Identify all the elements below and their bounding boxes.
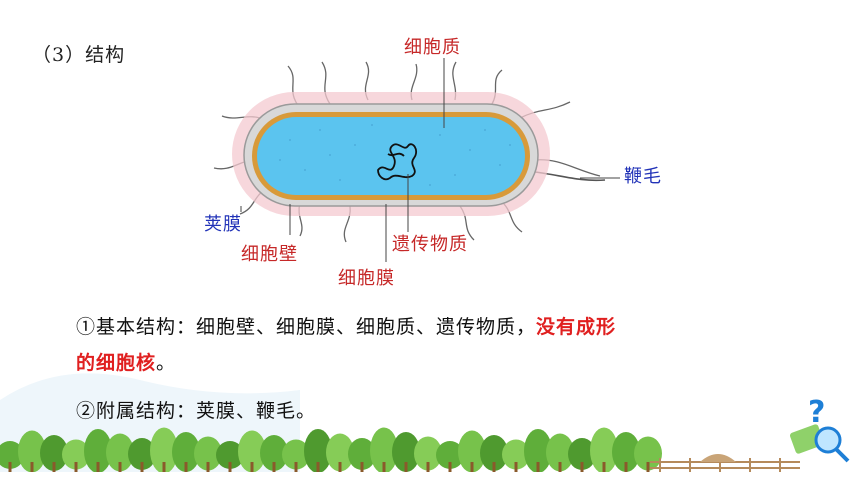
basic-structure-line2: 的细胞核。 [76, 348, 176, 375]
tree [392, 432, 420, 472]
tree [546, 433, 574, 472]
tree-trunk [162, 462, 166, 472]
section-heading: （3）结构 [32, 44, 126, 66]
tree [480, 435, 508, 471]
label-cytoplasm: 细胞质 [404, 37, 461, 58]
cytoplasm [257, 117, 525, 195]
tree-trunk [426, 462, 430, 472]
tree [436, 441, 464, 469]
tree-trunk [52, 462, 56, 472]
tree-trunk [602, 462, 606, 472]
basic-structure-line1: ①基本结构：细胞壁、细胞膜、细胞质、遗传物质，没有成形 [76, 312, 616, 339]
label-flagellum: 鞭毛 [624, 166, 662, 187]
genetic-material [377, 143, 418, 181]
svg-text:?: ? [808, 395, 825, 430]
tree [370, 427, 398, 474]
tree [84, 429, 112, 473]
tree-trunk [580, 462, 584, 472]
basic-structure-end: 。 [156, 352, 177, 374]
tree-trunk [492, 462, 496, 472]
tree [348, 438, 376, 470]
tree [216, 441, 244, 469]
tree-trunk [470, 462, 474, 472]
tree-trunk [140, 462, 144, 472]
tree-trunk [382, 462, 386, 472]
tree [150, 427, 178, 474]
accessory-structure-text: ②附属结构：荚膜、鞭毛。 [76, 400, 317, 422]
tree [238, 430, 266, 473]
leader-lines [240, 58, 620, 262]
tree-trunk [514, 462, 518, 472]
tree [172, 432, 200, 472]
label-genetic-material: 遗传物质 [392, 234, 468, 255]
tree [106, 433, 134, 472]
tree [282, 439, 310, 470]
tree [612, 432, 640, 472]
cytoplasm-granules [279, 124, 511, 186]
tree [18, 430, 46, 473]
tree-trunk [360, 462, 364, 472]
tree-trunk [294, 462, 298, 472]
tree-trunk [8, 462, 12, 472]
tree [458, 430, 486, 473]
tree-trunk [228, 462, 232, 472]
tree-trunk [30, 462, 34, 472]
tree-trunk [624, 462, 628, 472]
tree-trunk [404, 462, 408, 472]
tree [568, 438, 596, 470]
tree-trunk [448, 462, 452, 472]
label-cell-wall: 细胞壁 [241, 244, 298, 265]
tree [0, 441, 24, 469]
tree [128, 438, 156, 470]
tree [62, 439, 90, 470]
no-nucleus-emphasis-2: 的细胞核 [76, 352, 157, 374]
hut-roof [700, 454, 736, 462]
tree [524, 429, 552, 473]
tree [194, 436, 222, 471]
tree-trunk [118, 462, 122, 472]
tree-trunk [74, 462, 78, 472]
tree-trunk [646, 462, 650, 472]
tree [590, 427, 618, 474]
tree-trunk [206, 462, 210, 472]
tree [414, 436, 442, 471]
tree-trunk [536, 462, 540, 472]
tree [260, 435, 288, 471]
tree [502, 439, 530, 470]
label-cell-membrane: 细胞膜 [338, 268, 395, 289]
basic-structure-text: ①基本结构：细胞壁、细胞膜、细胞质、遗传物质， [76, 316, 537, 338]
tree [304, 429, 332, 473]
label-capsule: 荚膜 [204, 214, 242, 235]
tree [40, 435, 68, 471]
tree-trunk [338, 462, 342, 472]
tree-trunk [316, 462, 320, 472]
tree-trunk [96, 462, 100, 472]
tree-trunk [558, 462, 562, 472]
tree-trunk [250, 462, 254, 472]
tree-trunk [272, 462, 276, 472]
tree-trunk [184, 462, 188, 472]
tree [326, 433, 354, 472]
no-nucleus-emphasis-1: 没有成形 [536, 316, 617, 338]
